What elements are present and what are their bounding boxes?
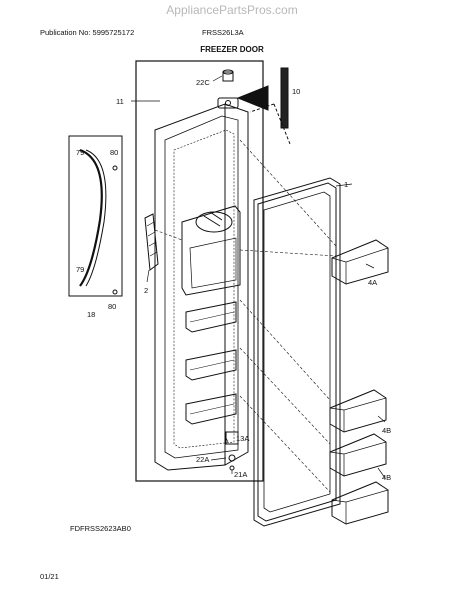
part-80-screw-bottom <box>112 289 118 295</box>
callout-2: 2 <box>144 286 148 295</box>
part-4b-bin-2 <box>329 433 387 477</box>
watermark: AppliancePartsPros.com <box>166 3 298 17</box>
part-79-handle <box>79 148 107 287</box>
callout-1: 1 <box>344 180 348 189</box>
model-number: FRSS26L3A <box>202 28 244 37</box>
part-4b-bin-3 <box>331 481 389 525</box>
callout-80-top: 80 <box>110 148 118 157</box>
callout-22a: 22A <box>196 455 209 464</box>
callout-22c: 22C <box>196 78 210 87</box>
callout-4b-upper: 4B <box>382 426 391 435</box>
callout-79-top: 79 <box>76 148 84 157</box>
callout-79-bottom: 79 <box>76 265 84 274</box>
callout-4a: 4A <box>368 278 377 287</box>
callout-13a: 13A <box>236 434 249 443</box>
callout-10: 10 <box>292 87 300 96</box>
callout-11: 11 <box>116 97 124 106</box>
door-shell <box>154 97 249 471</box>
part-1-gasket <box>253 177 341 527</box>
part-22c-cap <box>222 69 234 82</box>
part-4b-bin-1 <box>329 389 387 433</box>
callout-80-bottom: 80 <box>108 302 116 311</box>
revision-date: 01/21 <box>40 572 59 581</box>
part-80-screw-top <box>112 165 118 171</box>
part-10-strip <box>236 67 291 145</box>
assembly-guides <box>154 139 337 493</box>
door-group-frame <box>135 60 264 482</box>
figure-id: FDFRSS2623AB0 <box>70 524 131 533</box>
callout-4b-lower: 4B <box>382 473 391 482</box>
leader-lines <box>131 75 386 479</box>
handle-frame <box>68 135 123 297</box>
publication-number: Publication No: 5995725172 <box>40 28 135 37</box>
callout-21a: 21A <box>234 470 247 479</box>
callout-18: 18 <box>87 310 95 319</box>
part-2-strip <box>144 213 159 271</box>
diagram-title: FREEZER DOOR <box>200 45 264 54</box>
part-4a-bin <box>331 239 389 285</box>
